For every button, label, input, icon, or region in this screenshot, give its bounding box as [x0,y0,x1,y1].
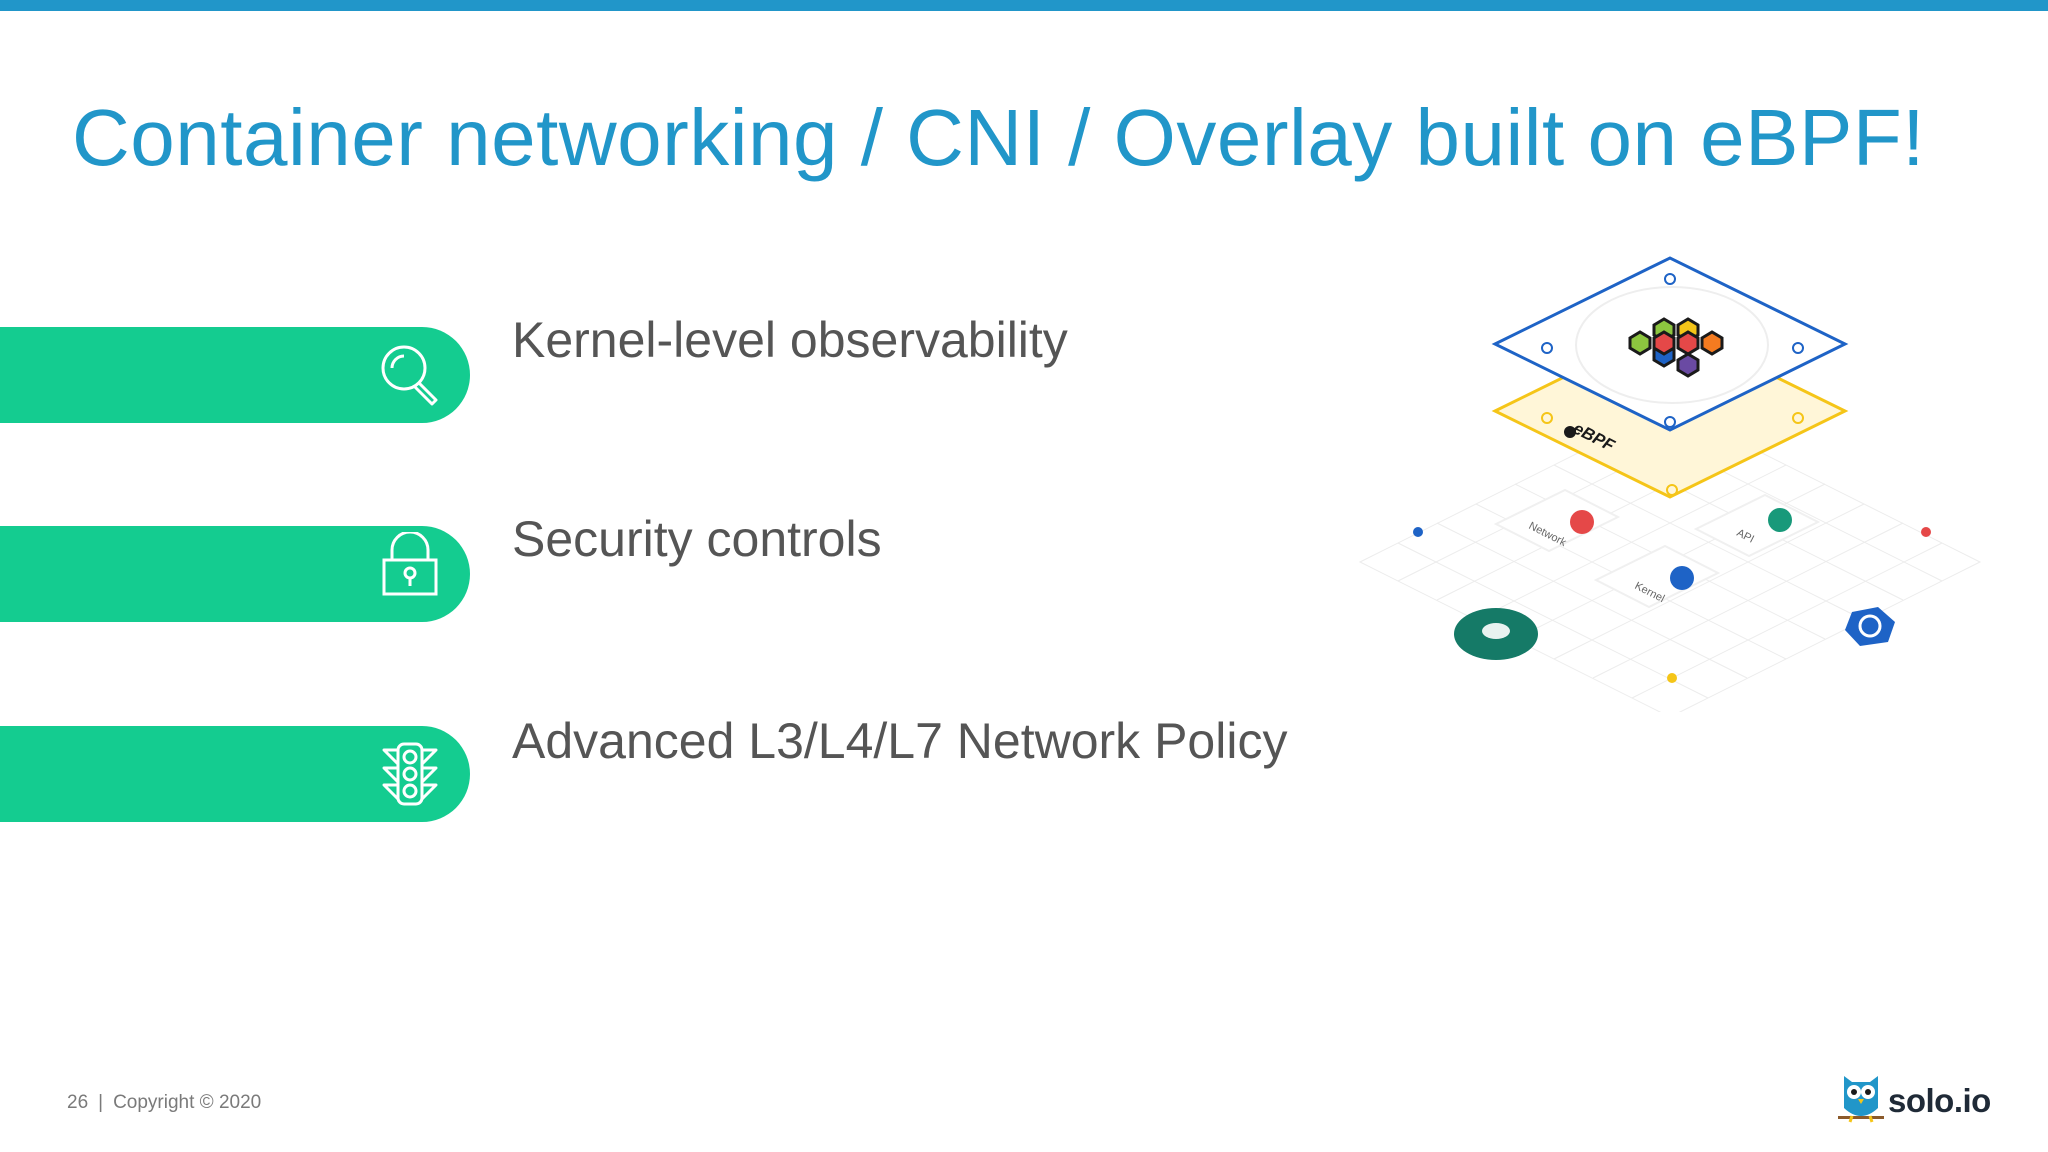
slide-footer: 26 | Copyright © 2020 [67,1092,261,1114]
feature-pill-observability [0,327,470,423]
solo-io-logo: solo.io [1836,1068,1996,1130]
gear-icon [1768,508,1792,532]
logo-text: solo.io [1888,1082,1991,1119]
feature-label-network-policy: Advanced L3/L4/L7 Network Policy [512,713,1288,769]
copyright-text: Copyright © 2020 [113,1092,262,1113]
hexagon-logo-icon [1628,317,1724,378]
dot-red [1921,527,1931,537]
tile-kernel: Kernel [1593,544,1721,609]
feature-pill-security [0,526,470,622]
padlock-icon [382,532,438,596]
page-number: 26 [67,1092,89,1113]
cilium-layer [1491,256,1849,432]
feature-label-observability: Kernel-level observability [512,312,1068,368]
network-icon [1570,510,1594,534]
feature-label-security: Security controls [512,511,882,567]
kubernetes-icon [1845,607,1895,646]
magnifier-icon [381,345,438,406]
tile-network: Network [1493,488,1621,553]
kernel-icon [1670,566,1694,590]
traffic-light-icon [382,742,438,806]
ebpf-stack-illustration: Network API Kernel eBPF [1358,256,1982,712]
footer-separator: | [98,1092,104,1113]
dot-blue [1413,527,1423,537]
tile-api: API [1693,493,1821,558]
feature-pill-network-policy [0,726,470,822]
bee-icon [1564,426,1576,438]
slide-title: Container networking / CNI / Overlay bui… [72,93,1925,182]
top-accent-bar [0,0,2048,11]
dot-yellow [1667,673,1677,683]
owl-icon [1838,1076,1884,1123]
